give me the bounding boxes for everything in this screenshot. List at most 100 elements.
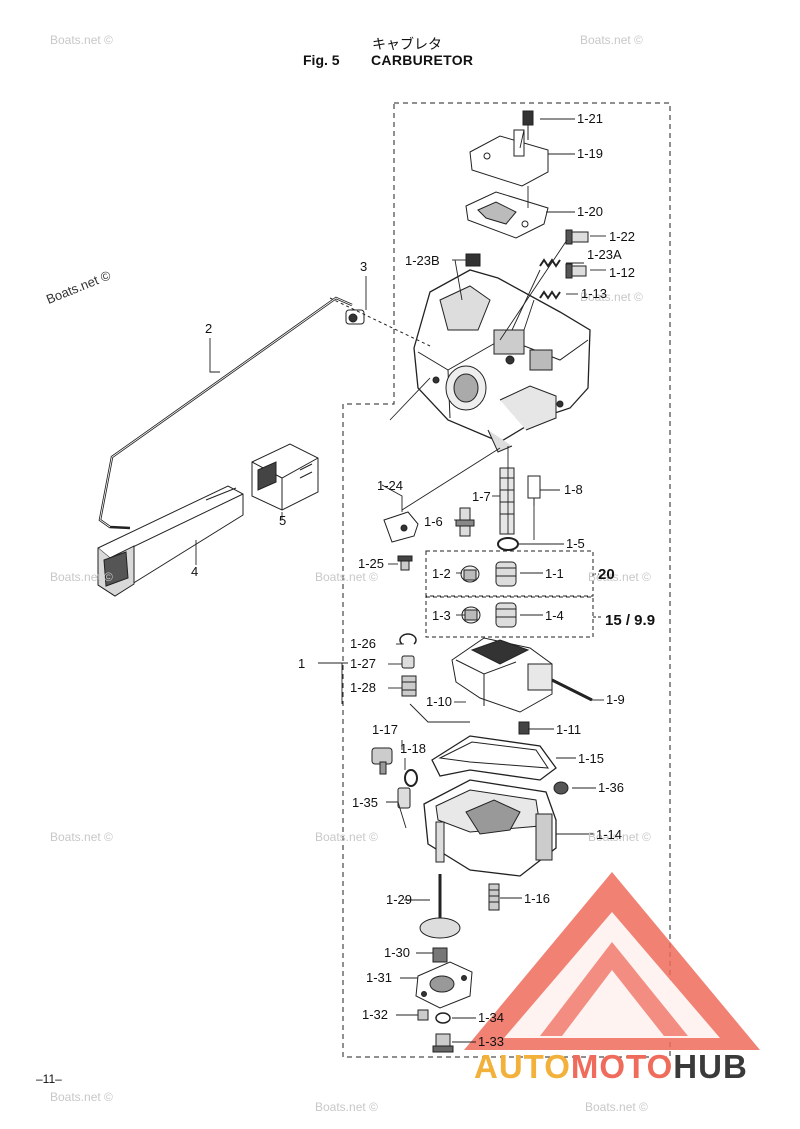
label-2: 2 [205, 321, 213, 336]
label-1: 1 [298, 656, 306, 671]
label-1-4: 1-4 [545, 608, 564, 623]
watermark: Boats.net © [580, 290, 643, 304]
label-1-2: 1-2 [432, 566, 451, 581]
label-1-13: 1-13 [581, 286, 608, 301]
watermark: Boats.net © [50, 570, 113, 584]
screw-1-22 [565, 229, 589, 245]
float-pin-1-9 [551, 678, 593, 702]
label-1-10: 1-10 [426, 694, 453, 709]
jet-1-1 [495, 561, 517, 587]
label-1-18: 1-18 [400, 741, 427, 756]
label-1-1: 1-1 [545, 566, 564, 581]
spring-1-23A [539, 258, 561, 268]
label-1-25: 1-25 [358, 556, 385, 571]
label-1-7: 1-7 [472, 489, 491, 504]
watermark: Boats.net © [50, 1090, 113, 1104]
jet-1-2 [460, 565, 480, 583]
label-1-21: 1-21 [577, 111, 604, 126]
grip-extension [97, 485, 244, 597]
group-label-20: 20 [598, 566, 615, 583]
automotohub-logo-text: AUTOMOTOHUB [474, 1048, 748, 1086]
logo-word-auto: AUTO [474, 1048, 571, 1085]
label-1-22: 1-22 [609, 229, 636, 244]
label-1-16: 1-16 [524, 891, 551, 906]
title-japanese: キャブレタ [372, 37, 442, 53]
label-1-14: 1-14 [596, 827, 623, 842]
watermark: Boats.net © [315, 570, 378, 584]
jet-1-8 [527, 475, 541, 506]
jet-1-4 [495, 602, 517, 628]
label-1-8: 1-8 [564, 482, 583, 497]
logo-word-hub: HUB [673, 1048, 748, 1085]
watermark: Boats.net © [585, 1100, 648, 1114]
plate-1-24 [383, 511, 419, 543]
clip-1-26 [399, 633, 417, 645]
label-1-31: 1-31 [366, 970, 393, 985]
label-1-36: 1-36 [598, 780, 625, 795]
label-1-26: 1-26 [350, 636, 377, 651]
logo-word-moto: MOTO [570, 1048, 674, 1085]
washer-1-18 [404, 769, 418, 787]
watermark: Boats.net © [588, 570, 651, 584]
nut-1-23B [465, 253, 481, 267]
label-1-24: 1-24 [377, 478, 404, 493]
bolt-1-33 [432, 1033, 454, 1053]
label-1-11: 1-11 [556, 722, 582, 737]
group-label-15-9-9: 15 / 9.9 [605, 612, 656, 629]
label-1-35: 1-35 [352, 795, 379, 810]
screw-1-25 [397, 555, 413, 571]
label-3: 3 [360, 259, 368, 274]
gasket-plate [465, 191, 549, 239]
label-4: 4 [191, 564, 199, 579]
label-1-3: 1-3 [432, 608, 451, 623]
label-1-23A: 1-23A [587, 247, 622, 262]
label-1-19: 1-19 [577, 146, 604, 161]
group-box-15 [425, 596, 594, 638]
o-ring-1-5 [497, 537, 519, 551]
figure-title: CARBURETOR [371, 52, 474, 68]
top-cover-plate [469, 129, 549, 187]
pin-1-35 [397, 787, 411, 809]
page-number: –11– [36, 1072, 62, 1086]
seat-1-28 [401, 675, 417, 697]
main-nozzle-1-7 [499, 467, 515, 535]
label-1-23B: 1-23B [405, 253, 440, 268]
needle-1-27 [401, 655, 415, 669]
label-1-28: 1-28 [350, 680, 377, 695]
label-1-17: 1-17 [372, 722, 399, 737]
float-1-10 [451, 637, 553, 713]
watermark: Boats.net © [50, 33, 113, 47]
watermark: Boats.net © [50, 830, 113, 844]
watermark: Boats.net © [588, 830, 651, 844]
pump-cover-1-31 [415, 961, 473, 1009]
label-1-15: 1-15 [578, 751, 605, 766]
label-1-27: 1-27 [350, 656, 377, 671]
label-1-30: 1-30 [384, 945, 411, 960]
watermark: Boats.net © [315, 1100, 378, 1114]
needle-jet-1-6 [455, 507, 475, 537]
washer-1-34 [435, 1012, 451, 1024]
label-1-34: 1-34 [478, 1010, 505, 1025]
float-chamber-1-14 [423, 779, 557, 877]
label-1-5: 1-5 [566, 536, 585, 551]
pump-rod-1-29 [419, 874, 461, 939]
label-1-12: 1-12 [609, 265, 636, 280]
carburetor-body [413, 269, 591, 453]
spring-1-13 [539, 290, 561, 300]
automotohub-logo-mark [464, 872, 760, 1050]
plug-1-36 [553, 781, 569, 795]
watermark: Boats.net © [315, 830, 378, 844]
spring-1-30 [432, 947, 448, 963]
cover-screw [522, 110, 534, 140]
label-5: 5 [279, 513, 287, 528]
assembly-boundary-dashed [342, 102, 671, 1058]
drain-screw-1-17 [371, 747, 393, 775]
screw-1-11 [518, 721, 530, 735]
label-1-9: 1-9 [606, 692, 625, 707]
figure-number: Fig. 5 [303, 52, 340, 68]
watermark: Boats.net © [580, 33, 643, 47]
label-1-29: 1-29 [386, 892, 413, 907]
screw-1-12 [565, 263, 587, 279]
